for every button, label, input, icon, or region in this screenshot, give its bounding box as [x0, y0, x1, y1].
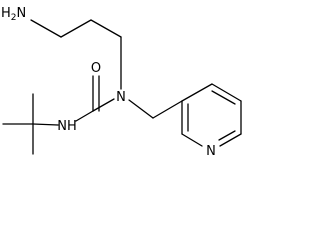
bond-amine-c1 [30, 19, 62, 38]
ring-bond-4 [219, 133, 242, 147]
ring-double-2 [218, 130, 236, 141]
amine-group-label: H2N [1, 6, 26, 23]
bond-carbonyl-nh [75, 110, 94, 122]
pyridine-nitrogen-label: N [206, 144, 216, 159]
pyridine-ring [181, 83, 242, 147]
carbonyl-oxygen-label: O [91, 61, 101, 76]
molecular-structure-diagram: H2N O NH N N [1, 6, 242, 159]
bond-c1-c2 [60, 19, 92, 38]
nh-label: NH [57, 119, 77, 134]
tert-butyl-group [2, 93, 59, 155]
ring-bond-1 [181, 83, 213, 102]
bond-ch2-ring [152, 100, 183, 119]
bond-n-ch2 [128, 99, 154, 119]
ring-bond-5 [181, 133, 203, 147]
tertiary-nitrogen-label: N [116, 90, 126, 105]
methylene-linker [128, 99, 183, 119]
urea-group [75, 75, 115, 122]
aminopropyl-chain [30, 19, 122, 90]
bond-nh-quaternary-c [32, 123, 59, 126]
bond-c2-c3 [90, 19, 122, 38]
ring-double-1 [211, 90, 236, 105]
bond-n-carbonyl [92, 98, 115, 112]
ring-bond-2 [211, 83, 242, 102]
